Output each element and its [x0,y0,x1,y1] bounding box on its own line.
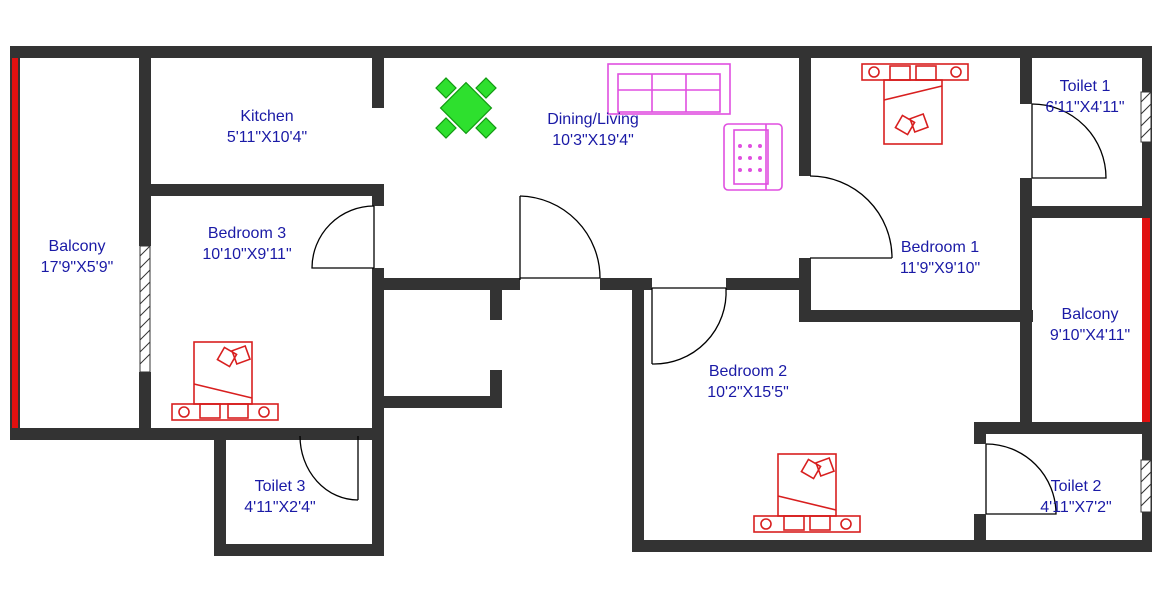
room-labels: Kitchen 5'11"X10'4" Dining/Living 10'3"X… [41,78,1130,516]
bedroom-1-size: 11'9"X9'10" [900,260,980,277]
kitchen-name: Kitchen [240,108,293,125]
dining-living-size: 10'3"X19'4" [552,132,634,149]
toilet-1-size: 6'11"X4'11" [1045,99,1124,116]
bedroom-2-size: 10'2"X15'5" [707,384,789,401]
armchair-icon [723,123,783,191]
bed-bedroom-3-icon [171,341,279,421]
bedroom-1-name: Bedroom 1 [901,239,979,256]
bedroom-3-size: 10'10"X9'11" [202,246,291,263]
balcony-left-size: 17'9"X5'9" [41,259,114,276]
toilet-3-name: Toilet 3 [255,478,306,495]
bedroom-2-name: Bedroom 2 [709,363,787,380]
dining-table-icon [435,77,497,139]
kitchen-size: 5'11"X10'4" [227,129,307,146]
balcony-railings [12,58,1150,428]
toilet-1-name: Toilet 1 [1060,78,1111,95]
balcony-left-name: Balcony [49,238,106,255]
windows [139,91,1152,513]
bedroom-3-name: Bedroom 3 [208,225,286,242]
sofa-icon [607,63,731,115]
doors [299,103,1107,515]
toilet-2-size: 4'11"X7'2" [1040,499,1111,516]
balcony-right-size: 9'10"X4'11" [1050,327,1130,344]
bed-bedroom-1-icon [861,63,969,145]
dining-living-name: Dining/Living [547,111,639,128]
bed-bedroom-2-icon [753,453,861,533]
balcony-right-name: Balcony [1062,306,1119,323]
walls [10,46,1152,556]
toilet-3-size: 4'11"X2'4" [244,499,315,516]
toilet-2-name: Toilet 2 [1051,478,1102,495]
